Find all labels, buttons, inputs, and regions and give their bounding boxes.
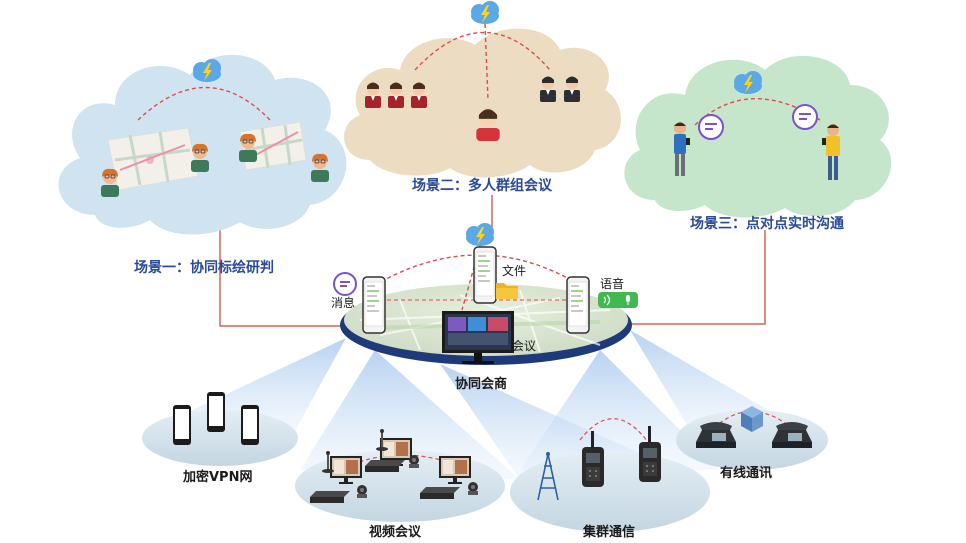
collab-platform xyxy=(333,223,638,365)
person-icon xyxy=(476,108,500,141)
network-vpn xyxy=(142,392,298,466)
codec-icon xyxy=(310,491,350,503)
vpn-network-label: 加密VPN网 xyxy=(183,470,253,485)
camera-icon xyxy=(357,485,367,498)
desk-phone-icon xyxy=(772,422,812,448)
map-icon xyxy=(107,127,199,191)
person-icon xyxy=(822,124,840,180)
network-trunk xyxy=(510,418,710,532)
meeting-label: 会议 xyxy=(512,339,537,353)
network-wired xyxy=(676,406,828,470)
codec-icon xyxy=(365,460,405,472)
phone-icon xyxy=(362,276,386,334)
codec-icon xyxy=(420,487,460,499)
scenario-two-label: 场景二：多人群组会议 xyxy=(412,178,552,194)
desk-phone-icon xyxy=(696,422,736,448)
platform-title: 协同会商 xyxy=(455,377,508,392)
trunk-communication-label: 集群通信 xyxy=(583,525,636,540)
person-icon xyxy=(674,122,690,176)
scenario-one-cloud xyxy=(58,54,347,235)
file-label: 文件 xyxy=(502,264,527,278)
chat-bubble-icon xyxy=(333,272,357,296)
phone-icon xyxy=(473,246,497,304)
camera-icon xyxy=(409,455,419,468)
camera-icon xyxy=(468,482,478,495)
phone-icon xyxy=(241,405,259,445)
scenario-two-cloud xyxy=(343,1,622,178)
folder-icon xyxy=(496,283,518,299)
lightning-cloud-icon xyxy=(193,59,221,82)
lightning-cloud-icon xyxy=(466,223,494,246)
antenna-icon xyxy=(537,452,559,501)
scenario-one-label: 场景一：协同标绘研判 xyxy=(134,260,274,276)
voice-icon xyxy=(598,292,638,308)
monitor-icon xyxy=(442,311,514,364)
chat-bubble-icon xyxy=(792,104,818,130)
phone-icon xyxy=(173,405,191,445)
video-conference-label: 视频会议 xyxy=(369,525,422,540)
phone-icon xyxy=(566,276,590,334)
message-label: 消息 xyxy=(331,296,356,310)
voice-label: 语音 xyxy=(600,277,625,291)
lightning-cloud-icon xyxy=(471,1,499,24)
phone-icon xyxy=(207,392,225,432)
connector-scenario-one xyxy=(219,230,352,327)
wired-communication-label: 有线通讯 xyxy=(720,466,773,481)
connector-scenario-three xyxy=(620,230,766,325)
network-video xyxy=(295,429,505,522)
scenario-three-label: 场景三：点对点实时沟通 xyxy=(690,216,844,232)
server-box-icon xyxy=(741,406,763,432)
chat-bubble-icon xyxy=(698,114,724,140)
scenario-three-cloud xyxy=(624,55,892,218)
